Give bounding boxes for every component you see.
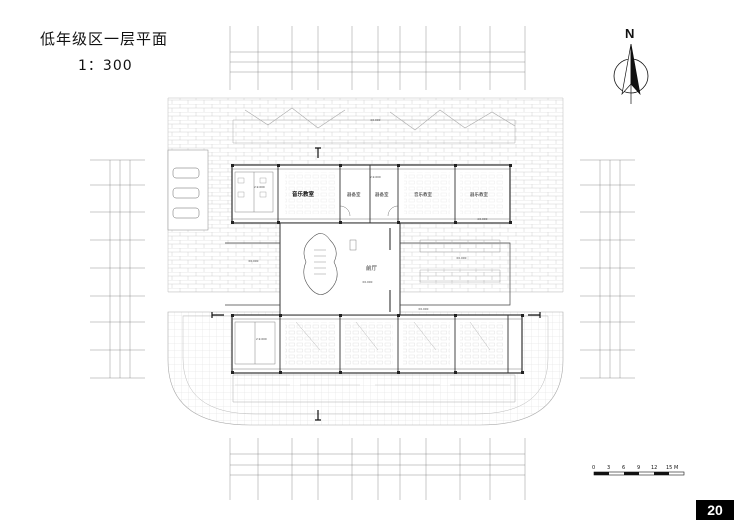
south-wing: 2.9.000 xyxy=(231,314,523,374)
scale-tick-9: 9 xyxy=(637,465,640,471)
room-label-music-2: 音乐教室 xyxy=(414,191,432,198)
dimensions-top xyxy=(229,26,526,90)
svg-text:±0.000: ±0.000 xyxy=(477,217,488,221)
svg-text:±0.000: ±0.000 xyxy=(362,280,373,284)
svg-text:±0.000: ±0.000 xyxy=(370,118,381,122)
north-label: N xyxy=(625,26,634,41)
drawing-title: 低年级区一层平面 xyxy=(40,30,169,48)
room-label-music-1: 音乐教室 xyxy=(292,190,315,198)
scale-tick-15: 15 M xyxy=(666,465,678,471)
parking-area xyxy=(167,149,209,231)
central-lobby: ±0.000 ±0.000 ±0.000 ±0.000 ±0.000 ±0.00… xyxy=(225,118,511,316)
room-label-storage-1: 器备室 xyxy=(347,191,361,198)
svg-text:±0.000: ±0.000 xyxy=(456,256,467,260)
scale-tick-12: 12 xyxy=(651,465,657,471)
room-label-lobby: 前厅 xyxy=(366,264,378,272)
scale-bar: 0 3 6 9 12 15 M xyxy=(592,465,685,476)
scale-tick-3: 3 xyxy=(607,465,610,471)
dimensions-left xyxy=(90,159,145,379)
section-marks xyxy=(211,147,541,421)
room-label-instrument: 器乐教室 xyxy=(470,191,488,198)
structural-columns xyxy=(231,164,524,374)
svg-text:2.9.000: 2.9.000 xyxy=(370,175,381,179)
scale-tick-0: 0 xyxy=(592,465,595,471)
scale-tick-6: 6 xyxy=(622,465,625,471)
north-arrow: N xyxy=(613,26,649,104)
dimensions-bottom xyxy=(229,438,526,500)
svg-text:±0.000: ±0.000 xyxy=(248,259,259,263)
svg-text:2.9.000: 2.9.000 xyxy=(254,185,265,189)
drawing-scale: 1：300 xyxy=(78,58,133,74)
svg-text:±0.000: ±0.000 xyxy=(418,307,429,311)
dimensions-right xyxy=(580,159,635,379)
svg-text:2.9.000: 2.9.000 xyxy=(256,337,267,341)
page-number-badge: 20 xyxy=(696,500,734,520)
room-label-storage-2: 器备室 xyxy=(375,191,389,198)
north-wing: 2.9.000 2.9.000 xyxy=(231,164,511,224)
